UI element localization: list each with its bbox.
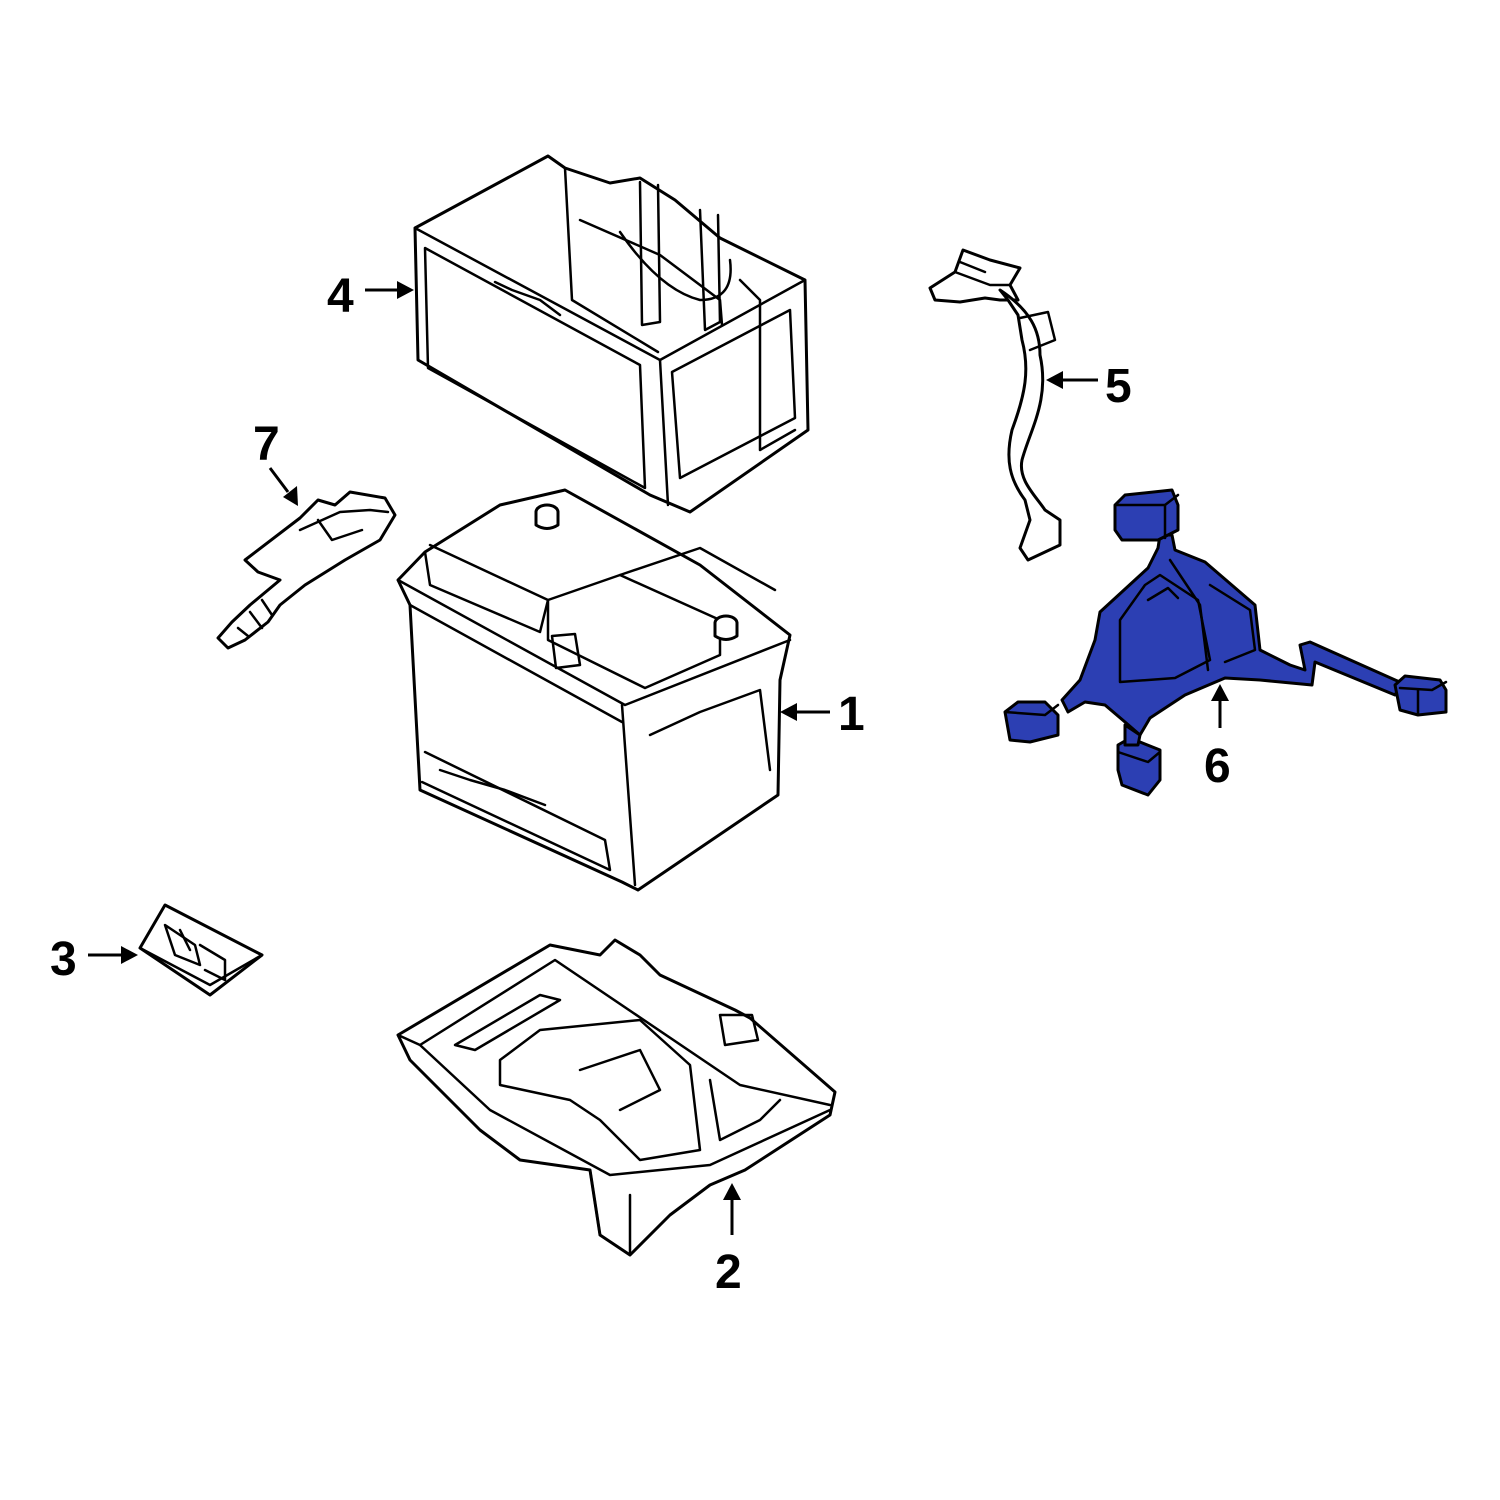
callout-7: 7 — [253, 418, 298, 506]
callout-label-2: 2 — [715, 1246, 742, 1299]
hold-down-clamp[interactable] — [138, 903, 264, 997]
callout-6: 6 — [1204, 684, 1231, 793]
callout-1: 1 — [780, 688, 865, 741]
callout-label-7: 7 — [253, 418, 280, 471]
battery-insulator-box[interactable] — [413, 154, 810, 514]
callout-label-6: 6 — [1204, 740, 1231, 793]
wiring-harness[interactable] — [1003, 488, 1448, 797]
callout-4: 4 — [327, 270, 414, 323]
battery-tray[interactable] — [396, 938, 837, 1257]
callout-3: 3 — [50, 933, 138, 986]
callout-label-5: 5 — [1105, 360, 1132, 413]
callout-5: 5 — [1046, 360, 1132, 413]
callout-2: 2 — [715, 1183, 742, 1299]
callout-label-4: 4 — [327, 270, 354, 323]
battery-sensor-cable[interactable] — [216, 490, 397, 650]
callout-label-3: 3 — [50, 933, 77, 986]
battery[interactable] — [396, 488, 792, 892]
battery-cable[interactable] — [928, 248, 1062, 562]
callout-label-1: 1 — [838, 688, 865, 741]
